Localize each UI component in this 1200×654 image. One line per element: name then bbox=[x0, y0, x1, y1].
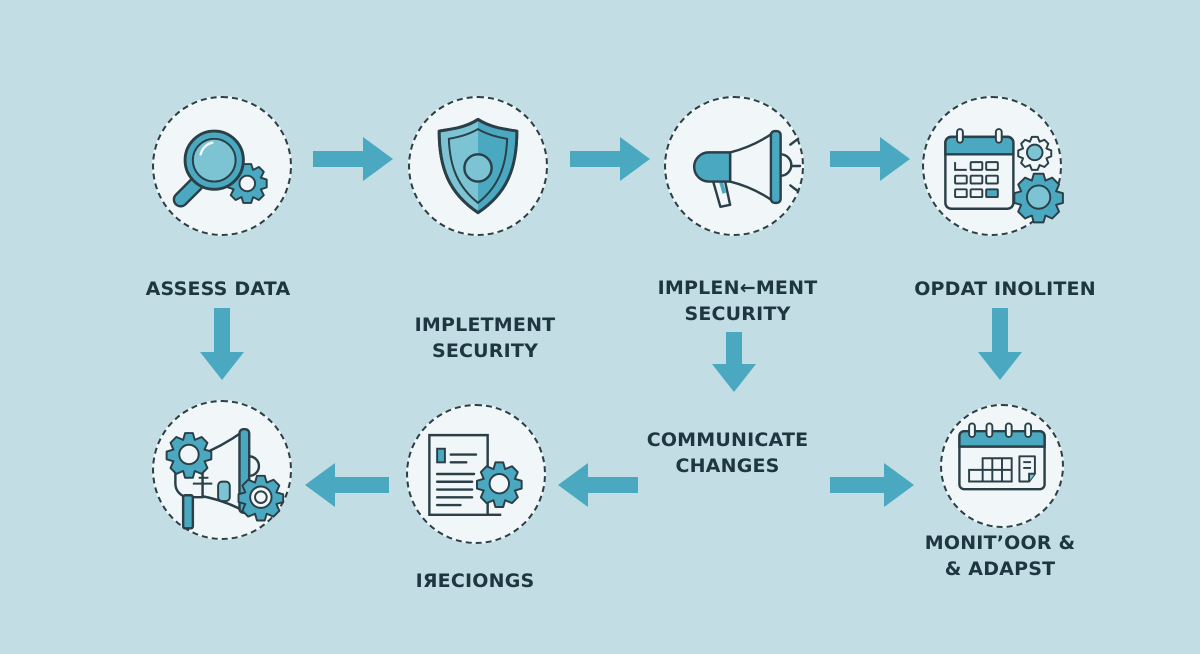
arrow-right-icon bbox=[570, 137, 650, 181]
arrow-left-icon bbox=[558, 463, 638, 507]
arrow-down-icon bbox=[200, 308, 244, 380]
label-line: OPDAT INOLITEN bbox=[914, 278, 1096, 300]
megaphone-icon bbox=[693, 129, 802, 209]
arrow-down-icon bbox=[978, 308, 1022, 380]
node-implement-security-1 bbox=[408, 96, 548, 236]
label-line: ASSESS DATA bbox=[145, 278, 291, 300]
label-implement-security-1: IMPLETMENT SECURITY bbox=[400, 312, 570, 364]
label-monitor-adapt: MONIT’OOR & & ADAPST bbox=[915, 530, 1085, 582]
label-line: & ADAPST bbox=[944, 558, 1056, 580]
node-megaphone-gears bbox=[152, 400, 292, 540]
label-line: IMPLEN←MENT bbox=[657, 277, 818, 299]
arrow-down-icon bbox=[712, 332, 756, 392]
label-iecions: IЯECIONGS bbox=[400, 568, 550, 594]
node-monitor-adapt bbox=[940, 404, 1064, 528]
label-line: IЯECIONGS bbox=[415, 570, 535, 592]
arrow-left-icon bbox=[305, 463, 389, 507]
document-gear-icon bbox=[428, 433, 523, 517]
label-line: MONIT’OOR & bbox=[924, 532, 1076, 554]
calendar-gears-icon bbox=[944, 128, 1064, 224]
label-implement-security-2: IMPLEN←MENT SECURITY bbox=[650, 275, 825, 327]
shield-icon bbox=[437, 117, 519, 215]
label-line: COMMUNICATE bbox=[646, 429, 809, 451]
calendar-note-icon bbox=[958, 422, 1046, 491]
label-line: SECURITY bbox=[431, 340, 539, 362]
node-iecions bbox=[406, 404, 546, 544]
node-update-policies bbox=[922, 96, 1064, 236]
label-line: IMPLETMENT bbox=[414, 314, 556, 336]
megaphone-gears-icon bbox=[165, 427, 285, 530]
label-update-policies: OPDAT INOLITEN bbox=[905, 276, 1105, 302]
node-assess-data bbox=[152, 96, 292, 236]
arrow-right-icon bbox=[830, 463, 914, 507]
magnifier-gear-icon bbox=[172, 129, 268, 208]
arrow-right-icon bbox=[313, 137, 393, 181]
label-line: CHANGES bbox=[675, 455, 780, 477]
label-line: SECURITY bbox=[684, 303, 791, 325]
label-assess-data: ASSESS DATA bbox=[143, 276, 293, 302]
label-communicate-changes: COMMUNICATE CHANGES bbox=[645, 427, 810, 479]
node-implement-security-2 bbox=[664, 96, 804, 236]
arrow-right-icon bbox=[830, 137, 910, 181]
